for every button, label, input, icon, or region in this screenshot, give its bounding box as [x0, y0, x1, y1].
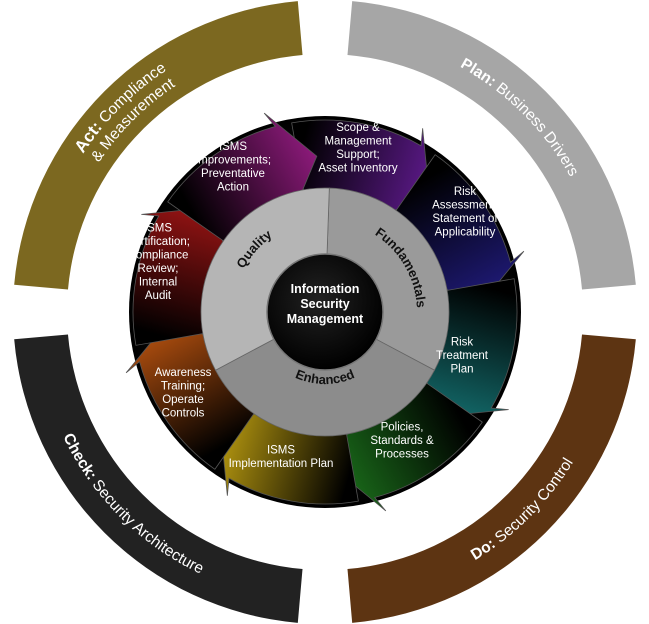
- process-arrows: [125, 112, 525, 512]
- outer-arc-check: [14, 334, 303, 623]
- arrow-label-awareness-line-2: Training;: [161, 380, 205, 392]
- arrow-label-risk-assessment-line-1: Risk: [454, 186, 477, 198]
- arrow-label-certification-line-6: Audit: [145, 290, 172, 302]
- arrow-label-certification-line-5: Internal: [139, 276, 177, 288]
- outer-arc-do: [347, 334, 636, 623]
- inner-label-enhanced: Enhanced: [294, 366, 357, 387]
- arrow-label-certification-line-1: ISMS: [144, 222, 172, 234]
- arrow-label-policies-line-1: Policies,: [381, 422, 424, 434]
- arrow-label-policies-line-2: Standards &: [370, 435, 434, 447]
- arrow-label-scope-line-3: Support;: [336, 149, 379, 161]
- core-line-1: Information: [291, 282, 360, 296]
- arrow-label-certification-line-3: Compliance: [128, 249, 189, 261]
- arrow-label-risk-treatment-line-2: Treatment: [436, 350, 489, 362]
- inner-gray-ring: [200, 187, 450, 437]
- center-core: [266, 253, 384, 371]
- outer-arcs: [14, 1, 636, 623]
- arrow-label-scope-line-1: Scope &: [336, 122, 380, 134]
- core-line-2: Security: [300, 297, 349, 311]
- arrow-label-risk-assessment-line-3: Statement of: [432, 213, 498, 225]
- arrow-label-implementation-line-2: Implementation Plan: [229, 458, 334, 470]
- arrow-label-policies-line-3: Processes: [375, 449, 429, 461]
- arrow-label-certification-line-2: Certification;: [126, 236, 190, 248]
- arrow-label-scope-line-2: Management: [324, 135, 392, 147]
- arrow-label-scope-line-4: Asset Inventory: [318, 162, 398, 174]
- core-line-3: Management: [287, 312, 364, 326]
- arrow-label-risk-assessment-line-4: Applicability: [435, 226, 496, 238]
- outer-arc-act: [14, 1, 303, 290]
- arrow-label-risk-treatment-line-1: Risk: [451, 337, 474, 349]
- arrow-label-risk-treatment-line-3: Plan: [450, 364, 473, 376]
- arrow-label-improvements-line-4: Action: [217, 181, 249, 193]
- arrow-label-implementation-line-1: ISMS: [267, 444, 295, 456]
- arrow-label-improvements-line-2: Improvements;: [195, 154, 271, 166]
- arrow-label-certification-line-4: Review;: [138, 263, 179, 275]
- arrow-label-risk-assessment-line-2: Assessment;: [432, 199, 498, 211]
- arrow-label-awareness-line-4: Controls: [162, 407, 205, 419]
- arrow-label-improvements-line-1: ISMS: [219, 141, 247, 153]
- arrow-label-awareness-line-3: Operate: [162, 394, 204, 406]
- outer-arc-plan: [347, 1, 636, 290]
- arrow-label-awareness-line-1: Awareness: [155, 367, 212, 379]
- arrow-label-improvements-line-3: Preventative: [201, 168, 265, 180]
